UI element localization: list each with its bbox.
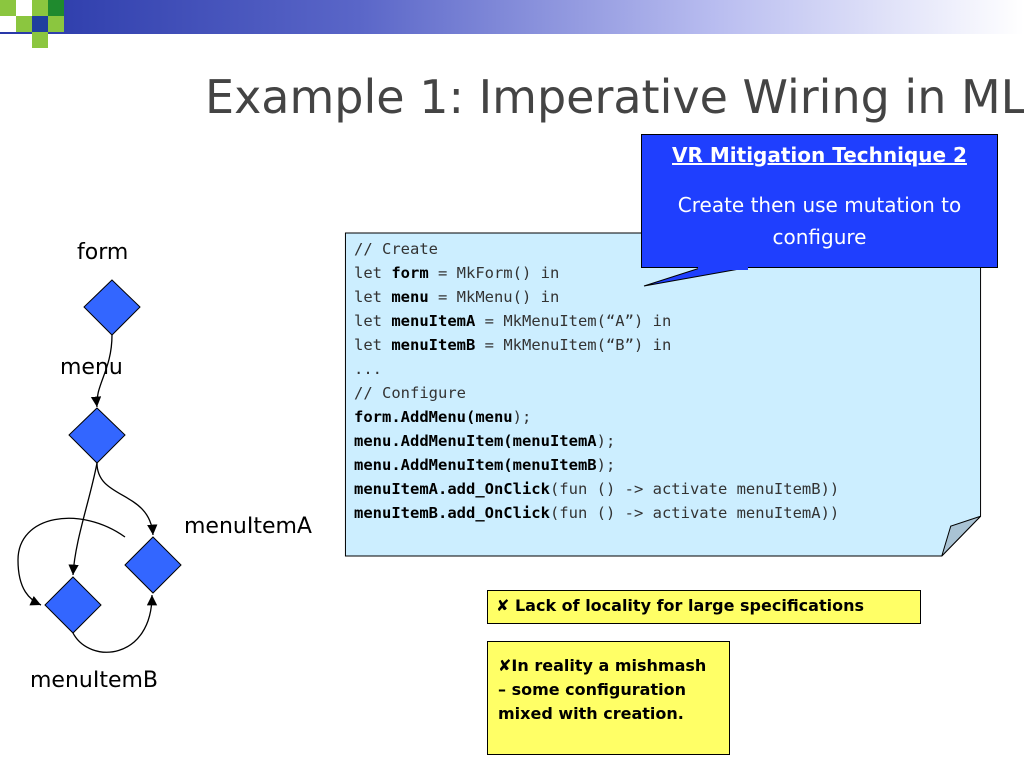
code-text: ... <box>354 360 382 378</box>
code-identifier: form.AddMenu(menu <box>354 408 513 426</box>
code-text: = MkForm() in <box>428 264 560 282</box>
callout-pointer-fill <box>698 258 748 270</box>
code-line: menu.AddMenuItem(menuItemA); <box>354 429 839 453</box>
code-line: let form = MkForm() in <box>354 261 839 285</box>
node-form <box>83 279 141 336</box>
edge-form-menu <box>90 334 113 408</box>
code-line: menuItemB.add_OnClick(fun () -> activate… <box>354 501 839 525</box>
code-text: = MkMenu() in <box>428 288 560 306</box>
node-label-form: form <box>77 240 129 265</box>
edge-menu-itemA <box>96 462 158 536</box>
code-text: let <box>354 264 392 282</box>
code-identifier: menuItemB.add_OnClick <box>354 504 550 522</box>
code-box-background <box>344 232 982 557</box>
code-identifier: menu.AddMenuItem(menuItemA <box>354 432 597 450</box>
edge-itemB-itemA <box>72 594 158 653</box>
wiring-diagram <box>17 279 182 653</box>
code-text: = MkMenuItem(“B”) in <box>475 336 672 354</box>
note-mishmash: ✘In reality a mishmash – some configurat… <box>487 641 730 755</box>
code-line: // Create <box>354 237 839 261</box>
code-line: form.AddMenu(menu); <box>354 405 839 429</box>
code-text: (fun () -> activate menuItemB)) <box>549 480 840 498</box>
code-text: // Create <box>354 240 438 258</box>
code-line: menu.AddMenuItem(menuItemB); <box>354 453 839 477</box>
code-line: let menu = MkMenu() in <box>354 285 839 309</box>
node-label-menuItemB: menuItemB <box>30 668 159 693</box>
callout-heading: VR Mitigation Technique 2 <box>672 143 967 167</box>
top-gradient-bar <box>0 0 1024 34</box>
code-identifier: form <box>391 264 429 282</box>
node-menuItemA <box>124 536 182 594</box>
callout-body: Create then use mutation to configure <box>677 193 962 249</box>
code-identifier: menuItemB <box>391 336 476 354</box>
node-label-menu: menu <box>60 355 123 380</box>
code-line: ... <box>354 357 839 381</box>
code-identifier: menu.AddMenuItem(menuItemB <box>354 456 597 474</box>
code-text: = MkMenuItem(“A”) in <box>475 312 672 330</box>
code-identifier: menuItemA <box>391 312 476 330</box>
node-menuItemB <box>44 576 102 634</box>
code-text: ); <box>596 456 616 474</box>
slide-title: Example 1: Imperative Wiring in ML <box>205 70 1024 124</box>
callout-box: VR Mitigation Technique 2 Create then us… <box>641 134 998 268</box>
code-text: let <box>354 312 392 330</box>
code-identifier: menu <box>391 288 429 306</box>
node-label-menuItemA: menuItemA <box>184 514 312 539</box>
code-line: menuItemA.add_OnClick(fun () -> activate… <box>354 477 839 501</box>
code-line: let menuItemB = MkMenuItem(“B”) in <box>354 333 839 357</box>
code-line: let menuItemA = MkMenuItem(“A”) in <box>354 309 839 333</box>
code-text: (fun () -> activate menuItemA)) <box>549 504 840 522</box>
code-text: let <box>354 336 392 354</box>
code-text: let <box>354 288 392 306</box>
node-menu <box>68 407 126 464</box>
code-text: ); <box>512 408 532 426</box>
note-lack-of-locality: ✘ Lack of locality for large specificati… <box>487 590 921 624</box>
code-line: // Configure <box>354 381 839 405</box>
code-text: // Configure <box>354 384 466 402</box>
code-text: ); <box>596 432 616 450</box>
code-identifier: menuItemA.add_OnClick <box>354 480 550 498</box>
edge-itemA-itemB <box>17 517 126 606</box>
